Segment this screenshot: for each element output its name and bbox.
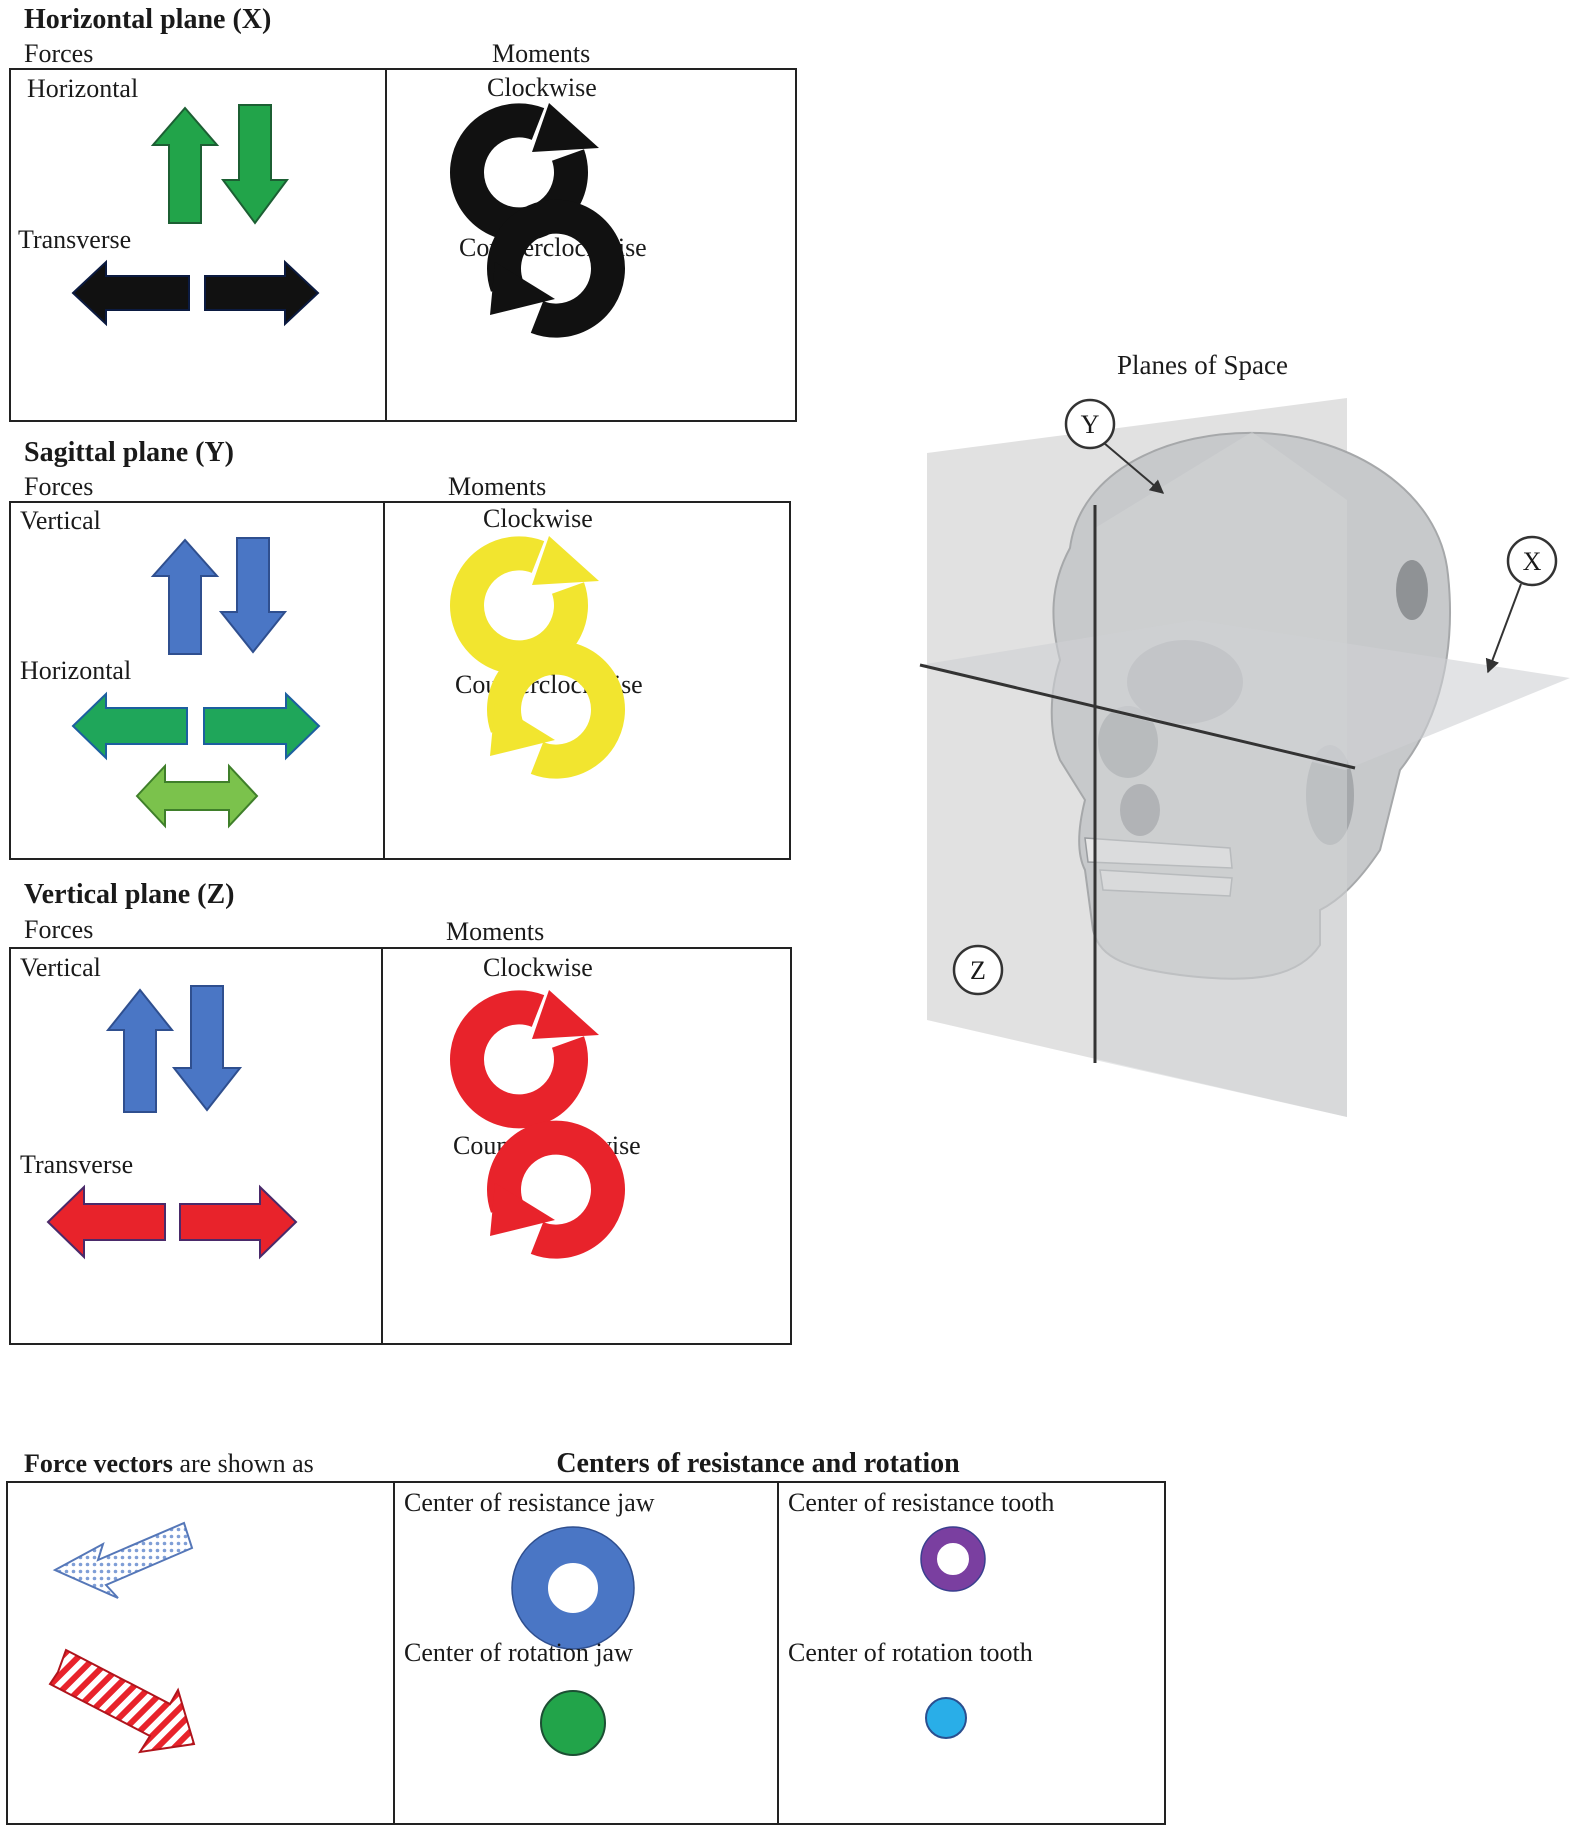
- axis-label-z: Z: [952, 944, 1004, 996]
- moment-counterclockwise-icon: [487, 1120, 625, 1259]
- clockwise-label: Clockwise: [483, 504, 593, 533]
- center-rotation-tooth-icon: [925, 1697, 967, 1739]
- svg-text:Z: Z: [970, 956, 986, 985]
- moments-heading: Moments: [446, 917, 544, 946]
- section-title: Vertical plane (Z): [24, 879, 235, 910]
- moment-clockwise-icon: [450, 990, 599, 1129]
- force-arrow-up: [150, 538, 220, 655]
- forces-heading: Forces: [24, 39, 93, 68]
- sagittal-plane-shape: [1095, 432, 1347, 1117]
- forces-heading: Forces: [24, 472, 93, 501]
- force-label-transverse: Transverse: [20, 1150, 133, 1179]
- moment-counterclockwise-icon: [487, 199, 625, 338]
- moment-clockwise-icon: [450, 103, 599, 242]
- force-label-vertical: Vertical: [20, 953, 101, 982]
- svg-text:Y: Y: [1081, 410, 1100, 439]
- center-resistance-jaw-outline: [511, 1526, 635, 1650]
- planes-of-space-title: Planes of Space: [1117, 350, 1288, 380]
- section-vertical-plane: Vertical plane (Z) Forces Moments Vertic…: [9, 879, 792, 1345]
- force-arrow-right: [204, 259, 320, 327]
- clockwise-label: Clockwise: [483, 953, 593, 982]
- center-rotation-tooth-label: Center of rotation tooth: [788, 1638, 1033, 1667]
- planes-of-space-figure: Planes of Space Y X: [919, 350, 1570, 1117]
- section-box: [9, 947, 792, 1345]
- force-arrow-right: [203, 691, 321, 761]
- legend-section: Force vectors are shown as Centers of re…: [6, 1448, 1166, 1825]
- center-resistance-jaw-icon: [512, 1527, 634, 1649]
- moment-counterclockwise-icon: [487, 640, 625, 779]
- section-horizontal-plane: Horizontal plane (X) Forces Moments Hori…: [9, 4, 797, 422]
- force-label-horizontal: Horizontal: [20, 656, 131, 685]
- center-rotation-jaw-label: Center of rotation jaw: [404, 1638, 633, 1667]
- force-arrow-left: [71, 259, 190, 327]
- force-label-transverse: Transverse: [18, 225, 131, 254]
- section-sagittal-plane: Sagittal plane (Y) Forces Moments Vertic…: [9, 437, 791, 860]
- moments-heading: Moments: [492, 39, 590, 68]
- section-box: [9, 501, 791, 860]
- section-box: [9, 68, 797, 422]
- force-arrow-double: [135, 763, 259, 829]
- force-arrow-down: [221, 104, 289, 225]
- center-resistance-tooth-icon: [921, 1527, 985, 1591]
- force-arrow-right: [179, 1184, 298, 1260]
- force-vector-striped-arrow: [48, 1648, 196, 1754]
- center-resistance-jaw-label: Center of resistance jaw: [404, 1488, 655, 1517]
- force-arrow-down: [218, 537, 288, 654]
- section-title: Sagittal plane (Y): [24, 437, 234, 468]
- force-vectors-caption: Force vectors are shown as: [24, 1449, 314, 1478]
- force-arrow-left: [46, 1184, 166, 1260]
- moment-clockwise-icon: [450, 536, 599, 675]
- force-arrow-up: [150, 106, 220, 224]
- moments-heading: Moments: [448, 472, 546, 501]
- centers-title: Centers of resistance and rotation: [556, 1448, 960, 1479]
- svg-text:X: X: [1523, 547, 1542, 576]
- horizontal-plane-shape: [920, 620, 1570, 770]
- axis-label-y: Y: [1064, 398, 1165, 494]
- horizontal-plane-edge: [919, 663, 1356, 770]
- clockwise-label: Clockwise: [487, 73, 597, 102]
- force-vector-dotted-arrow: [52, 1521, 194, 1599]
- force-label-horizontal: Horizontal: [27, 74, 138, 103]
- force-arrow-up: [105, 988, 175, 1113]
- force-label-vertical: Vertical: [20, 506, 101, 535]
- axis-label-x: X: [1485, 535, 1558, 674]
- center-rotation-jaw-icon: [540, 1690, 606, 1756]
- forces-heading: Forces: [24, 915, 93, 944]
- legend-box: [6, 1481, 1166, 1825]
- center-resistance-tooth-outline: [920, 1526, 986, 1592]
- center-resistance-tooth-label: Center of resistance tooth: [788, 1488, 1054, 1517]
- section-title: Horizontal plane (X): [24, 4, 271, 35]
- force-arrow-down: [171, 985, 243, 1112]
- force-arrow-left: [71, 691, 188, 761]
